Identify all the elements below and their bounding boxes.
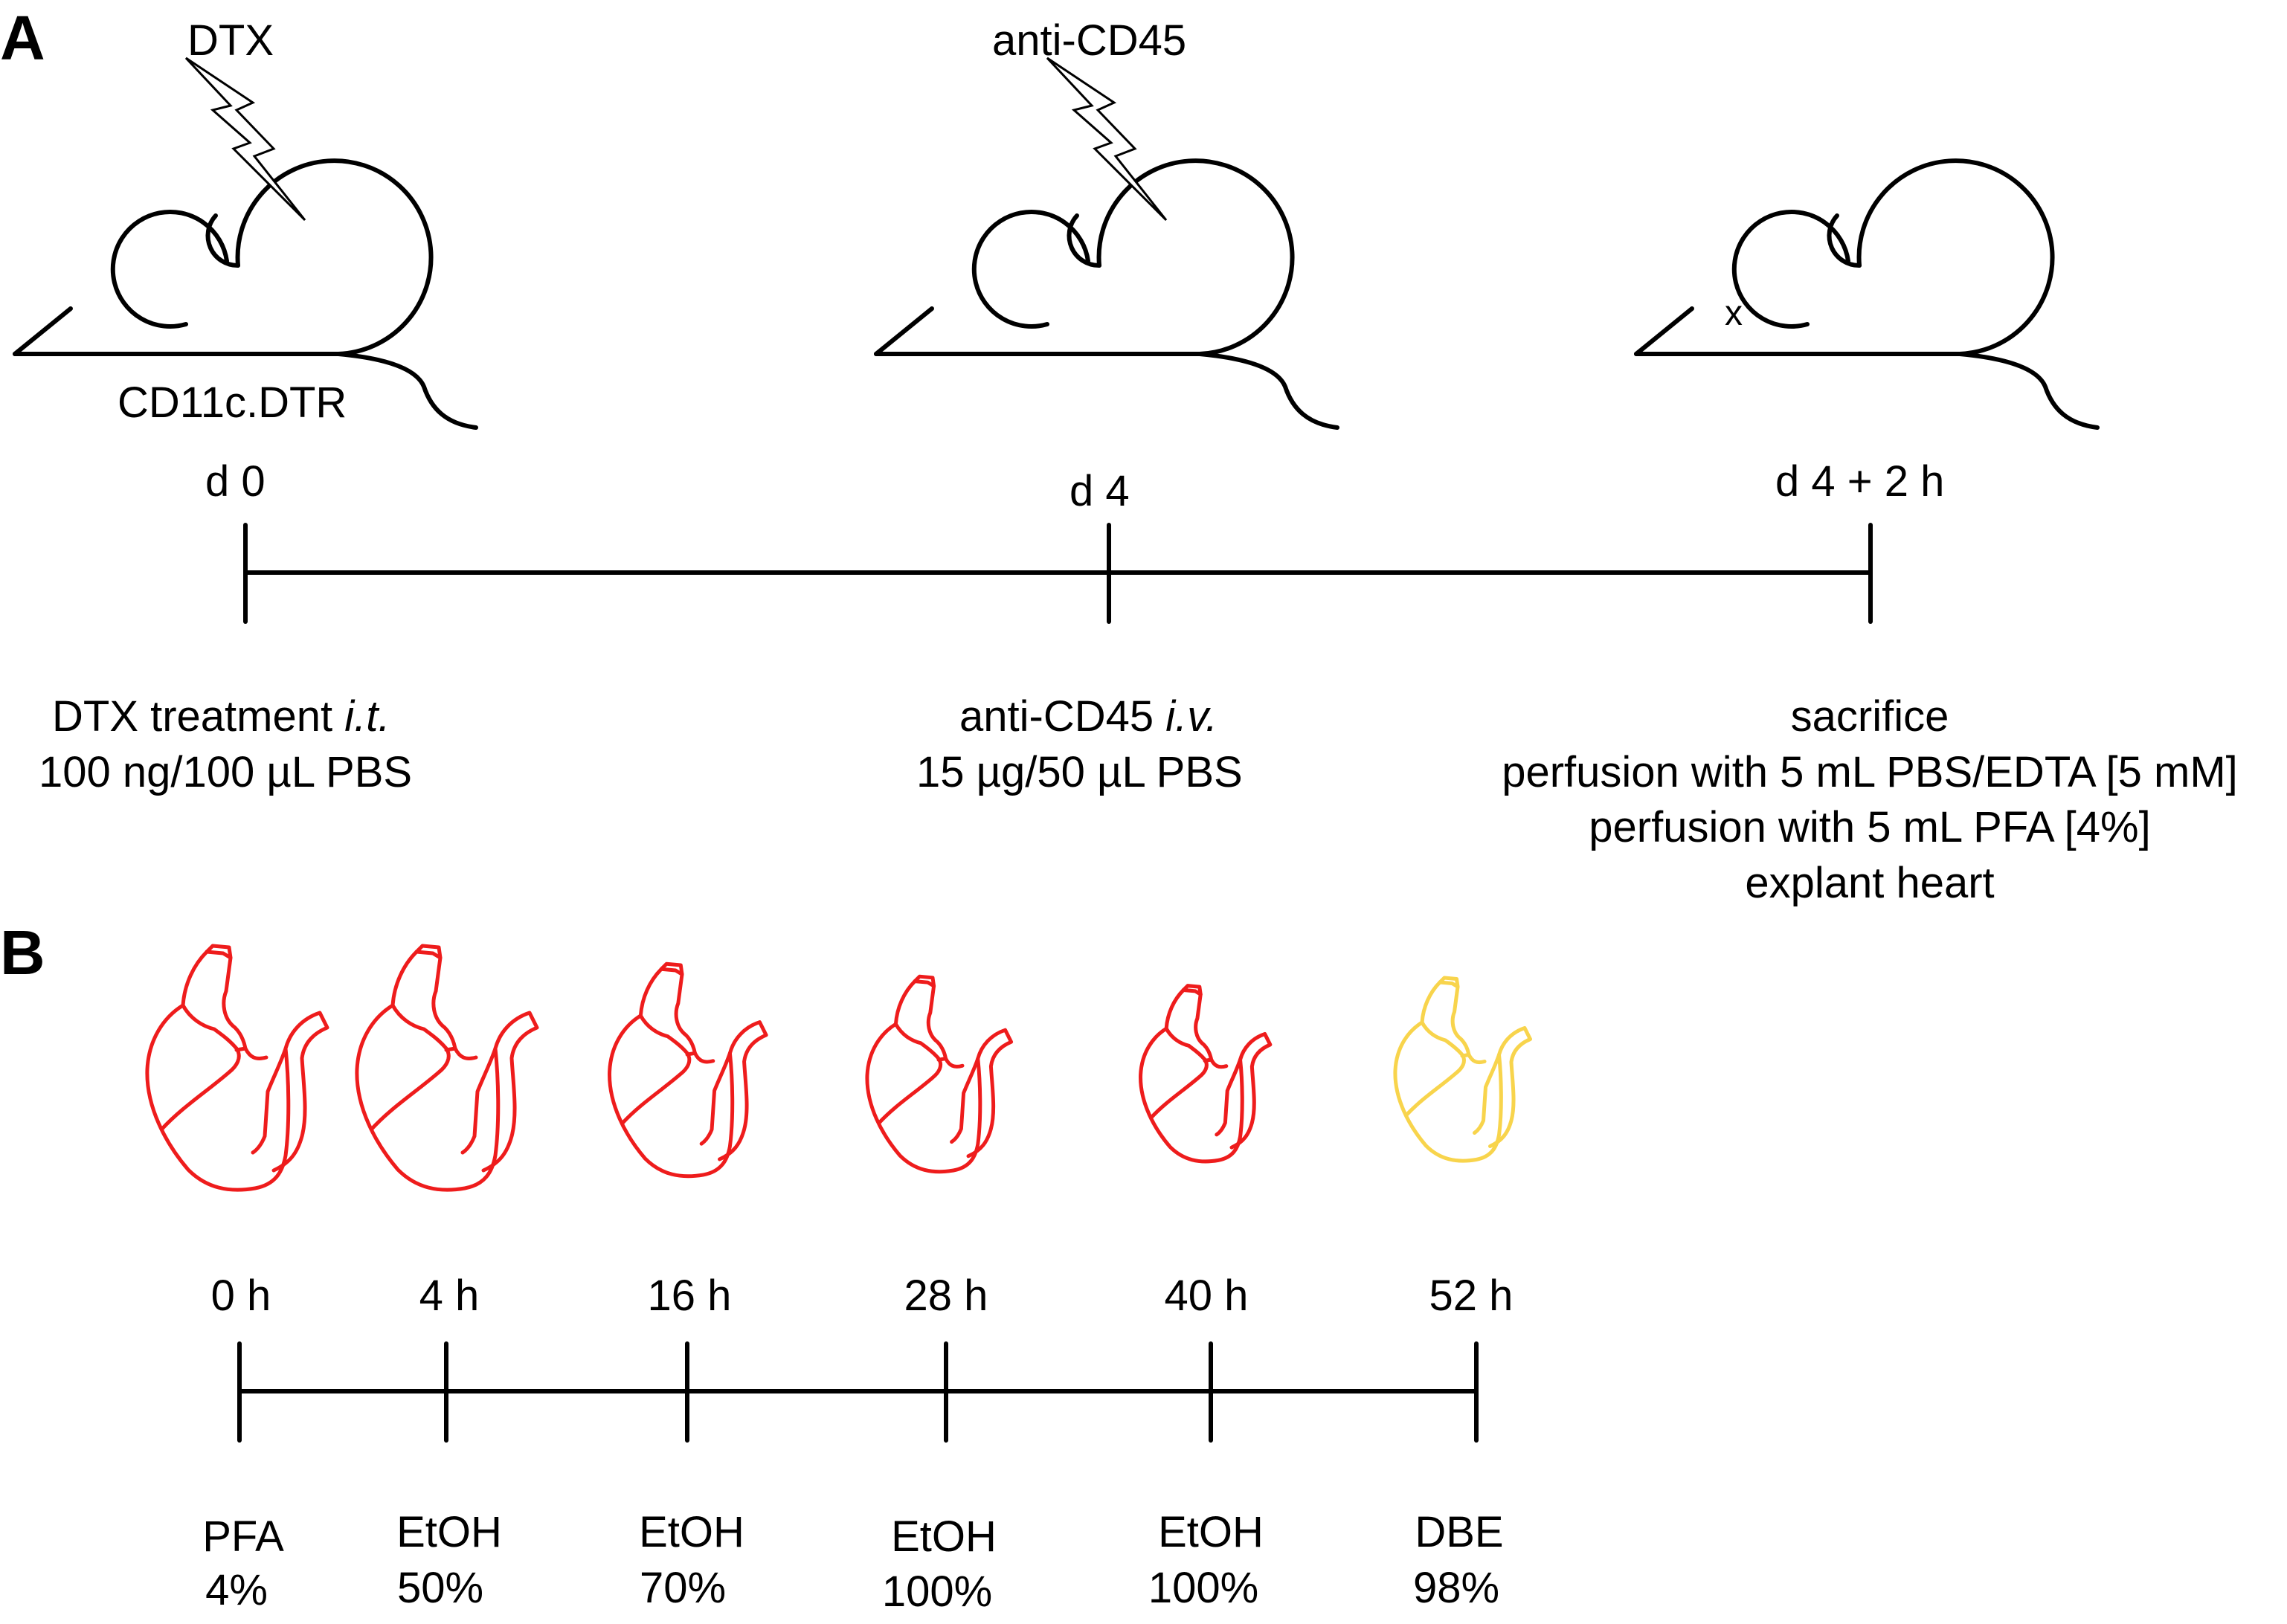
mouse-1-injection: DTX: [187, 16, 274, 65]
timeline-b-tick-label: 52 h: [1429, 1272, 1514, 1320]
injection-bolt-icon: [1047, 58, 1166, 220]
timeline-b-tick-label: 16 h: [648, 1272, 732, 1320]
concentration-label: 100%: [882, 1567, 992, 1616]
timeline-b-tick-label: 40 h: [1165, 1272, 1249, 1320]
step-a1-line1: DTX treatment i.t.: [52, 692, 390, 741]
mouse-2-illustration: [876, 58, 1337, 428]
reagent-label: EtOH: [891, 1512, 997, 1561]
timeline-a-tick-label: d 4 + 2 h: [1775, 457, 1944, 506]
concentration-label: 50%: [397, 1564, 483, 1612]
timeline-b-tick-label: 0 h: [211, 1272, 271, 1320]
concentration-label: 4%: [205, 1566, 268, 1614]
timeline-b-tick-label: 4 h: [419, 1272, 480, 1320]
heart-icon: [1395, 978, 1531, 1161]
reagent-label: EtOH: [639, 1508, 744, 1556]
panel-b-label: B: [0, 918, 45, 987]
concentration-label: 70%: [640, 1564, 726, 1612]
mouse-1-illustration: [15, 58, 476, 428]
heart-icon: [867, 976, 1011, 1172]
timeline-b-tick-label: 28 h: [904, 1272, 988, 1320]
reagent-label: EtOH: [1158, 1508, 1264, 1556]
concentration-label: 100%: [1148, 1564, 1258, 1612]
step-a1-line2: 100 ng/100 µL PBS: [39, 748, 412, 796]
step-a3-line: perfusion with 5 mL PFA [4%]: [1589, 803, 2150, 851]
step-a2-line2: 15 µg/50 µL PBS: [916, 748, 1243, 796]
step-a3-line: explant heart: [1745, 859, 1994, 907]
timeline-a: [245, 525, 1871, 622]
concentration-label: 98%: [1413, 1564, 1499, 1612]
panel-a-label: A: [0, 3, 45, 73]
timeline-b: [239, 1344, 1476, 1440]
heart-icon: [147, 946, 327, 1190]
mouse-3-illustration: [1636, 161, 2097, 428]
step-a2-line1: anti-CD45 i.v.: [959, 692, 1218, 741]
reagent-label: PFA: [202, 1512, 284, 1561]
mouse-3-dead-mark: x: [1725, 294, 1743, 333]
heart-icon: [610, 964, 767, 1176]
mouse-2-injection: anti-CD45: [992, 16, 1186, 65]
step-a3-line: perfusion with 5 mL PBS/EDTA [5 mM]: [1502, 748, 2238, 796]
injection-bolt-icon: [186, 58, 305, 220]
reagent-label: DBE: [1415, 1508, 1503, 1556]
reagent-label: EtOH: [396, 1508, 502, 1556]
timeline-a-tick-label: d 0: [205, 457, 266, 506]
step-a3-line: sacrifice: [1791, 692, 1949, 741]
heart-icon: [1141, 986, 1270, 1161]
mouse-strain-label: CD11c.DTR: [118, 378, 347, 427]
timeline-a-tick-label: d 4: [1069, 467, 1130, 515]
heart-icon: [357, 946, 537, 1190]
